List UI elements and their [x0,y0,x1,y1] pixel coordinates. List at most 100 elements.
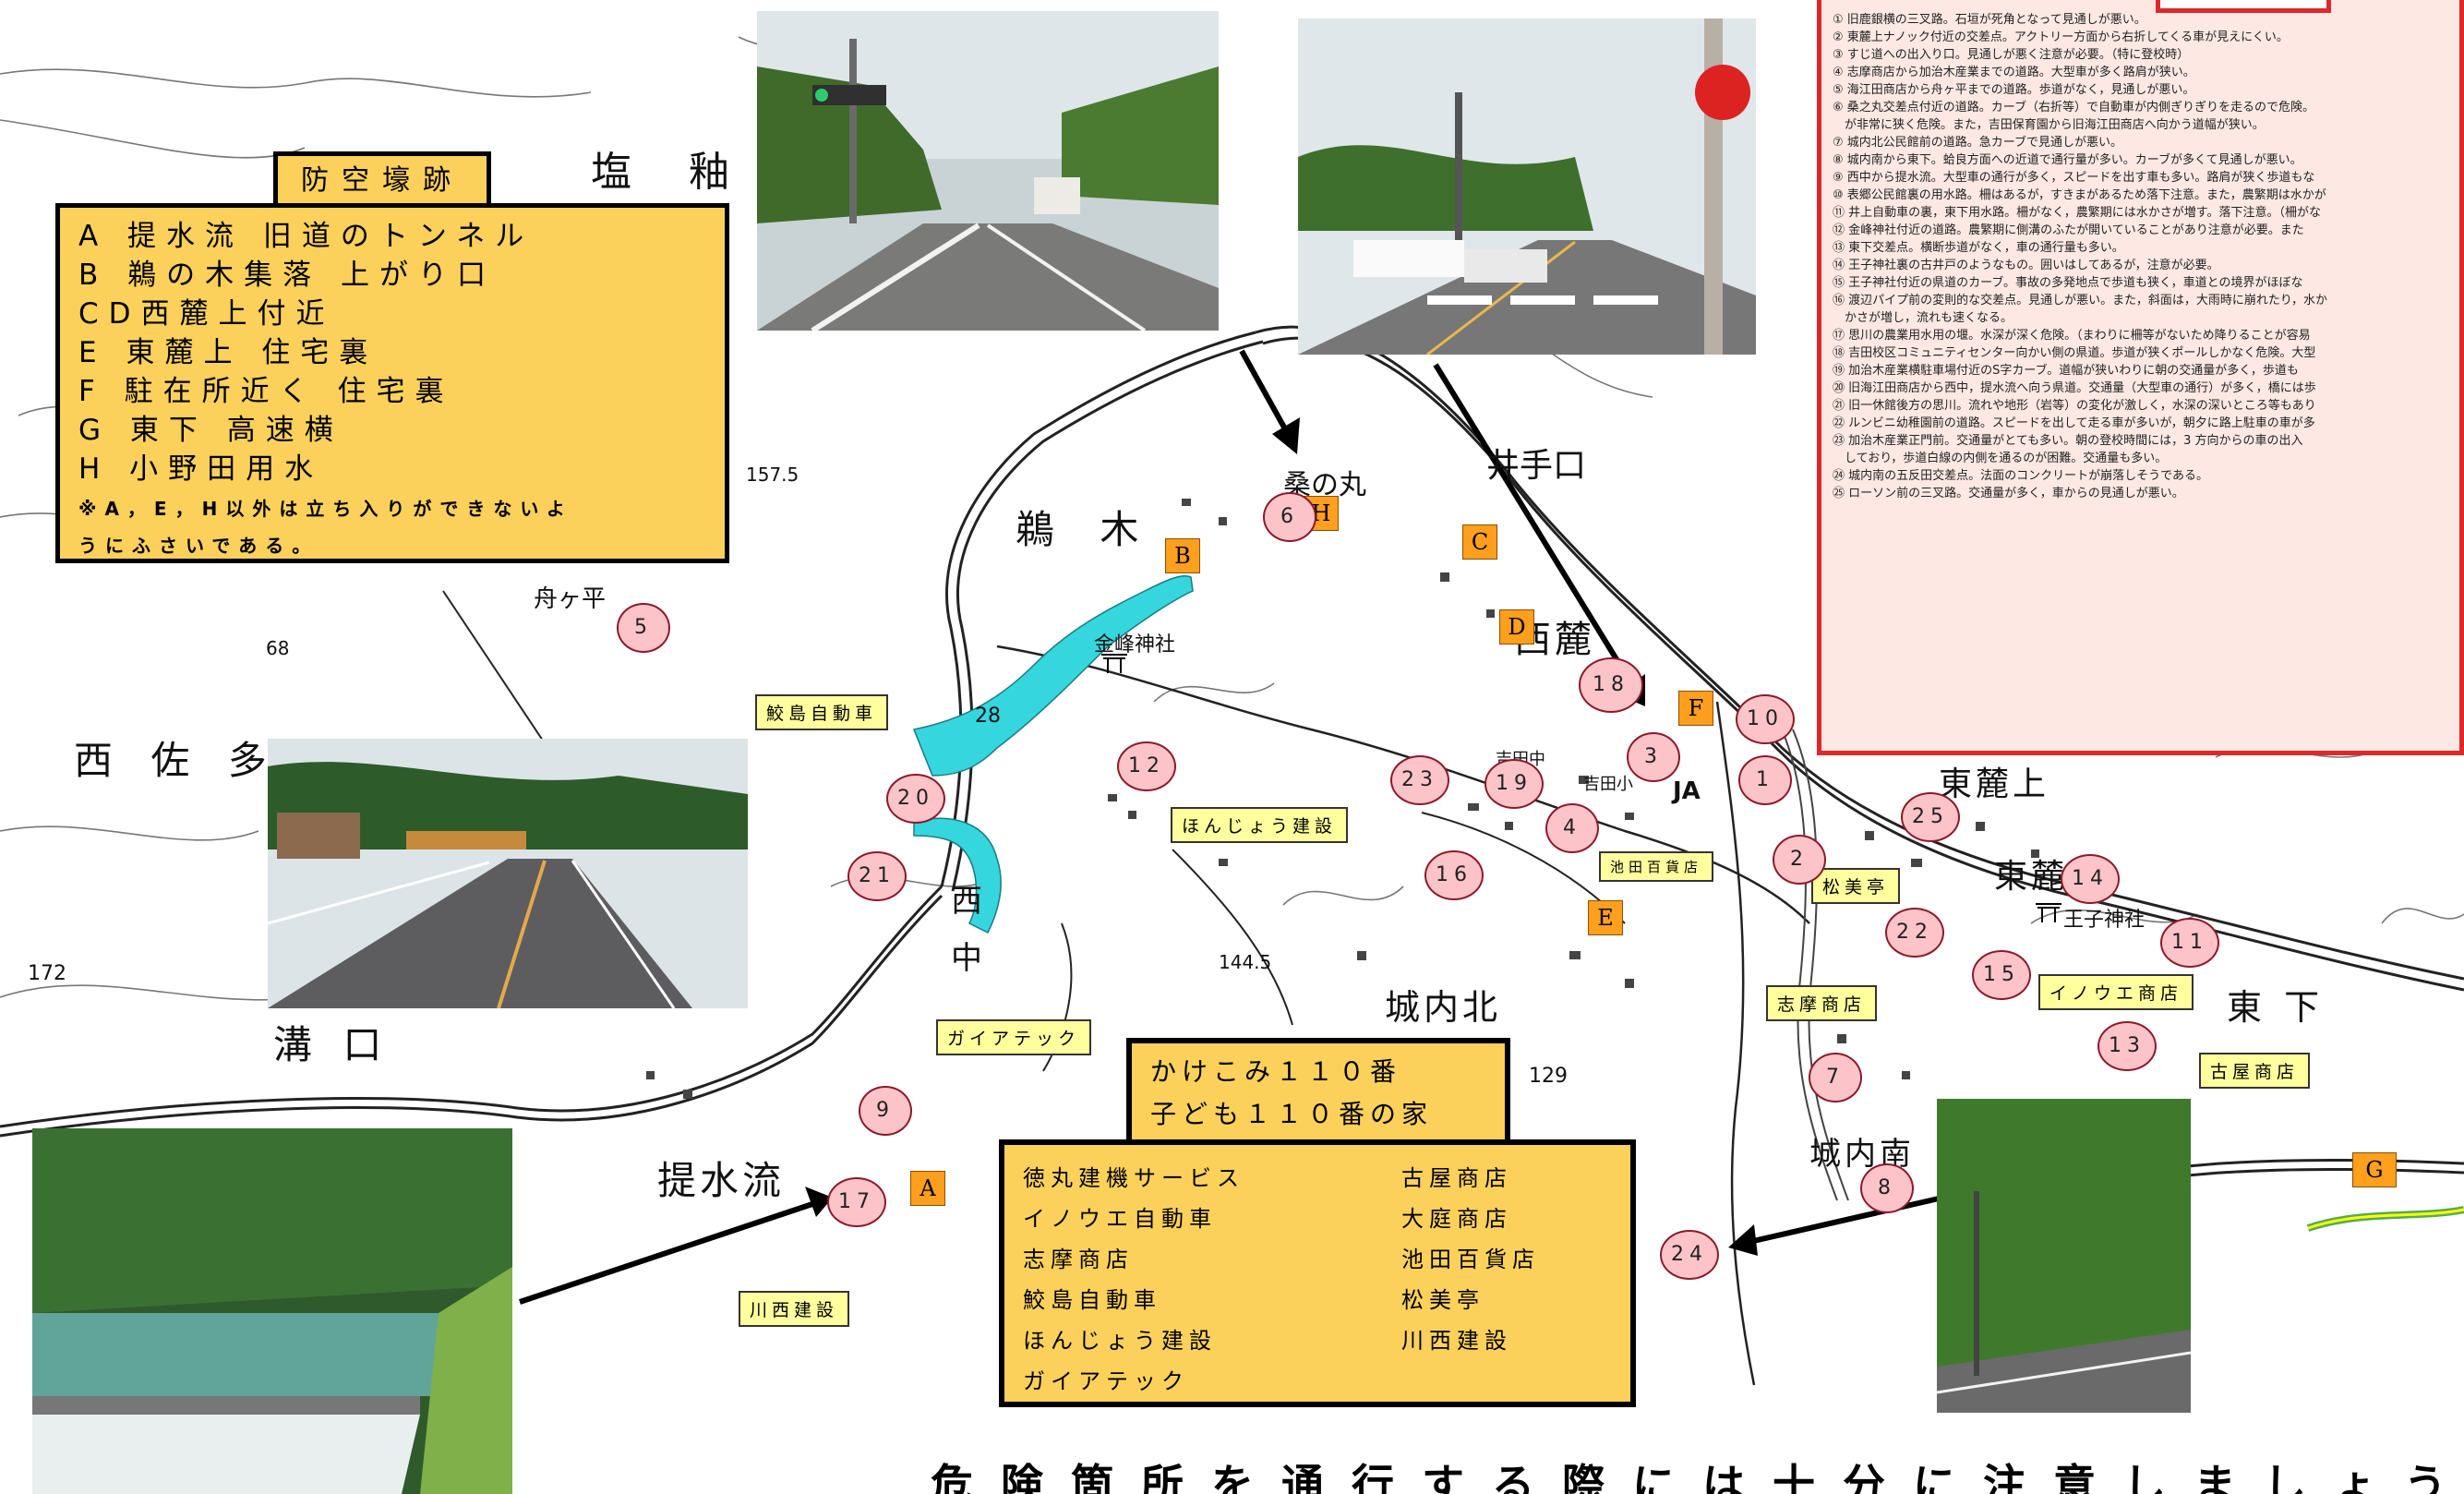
hazard-marker-19[interactable]: 19 [1484,759,1544,809]
map-label-kawanishi: 川西建設 [739,1291,850,1327]
map-label-matsumi: 松美亭 [1811,868,1901,904]
shelter-marker-a[interactable]: A [910,1171,945,1206]
hazard-marker-7[interactable]: 7 [1809,1053,1862,1102]
hazard-marker-6[interactable]: 6 [1263,492,1316,542]
legend-title: 防空壕跡 [273,151,491,205]
danger-item: ⑥ 桑之丸交差点付近の道路。カーブ（右折等）で自動車が内側ぎりぎりを走るので危険… [1833,101,2315,114]
shelter-marker-b[interactable]: B [1165,538,1200,573]
danger-item: ⑬ 東下交差点。横断歩道がなく，車の通行量も多い。 [1833,241,2124,255]
danger-item: が非常に狭く危険。また，吉田保育園から旧海江田商店へ向かう道幅が狭い。 [1833,118,2265,132]
hazard-marker-4[interactable]: 4 [1545,803,1599,853]
place-name-idenokuchi: 井手口 [1486,447,1587,485]
map-label-shima: 志摩商店 [1766,985,1878,1021]
place-name-nishinaka-1: 西 [951,883,982,920]
shelter-marker-c[interactable]: C [1462,524,1497,560]
elevation-2: 68 [266,637,290,659]
place-name-oji-shrine: 王子神社 [2063,909,2145,932]
place-name-kinpo-shrine: 金峰神社 [1094,633,1176,657]
danger-item: ⑩ 表郷公民館裏の用水路。柵はあるが，すきまがあるため落下注意。また，農繁期は水… [1833,188,2326,202]
danger-item: ⑨ 西中から提水流。大型車の通行が多く，スピードを出す車も多い。路肩が狭く歩道も… [1833,171,2315,185]
danger-item: ㉑ 旧一休館後方の思川。流れや地形（岩等）の変化が激しく，水深の深いところ等もあ… [1833,399,2316,413]
elevation-4: 172 [28,962,66,985]
photo-funagahira-road [268,739,748,1008]
shop-left-3: 志摩商店 [1023,1247,1134,1272]
danger-item: ⑲ 加治木産業横駐車場付近のS字カーブ。道幅が狭いわりに朝の交通量が多く，歩道も [1833,364,2299,378]
kakekomi-title-box: かけこみ１１０番 子ども１１０番の家 [1126,1038,1510,1139]
hazard-marker-16[interactable]: 16 [1424,850,1484,900]
danger-item: しており，歩道白線の内側を通るのが困難。交通量も多い。 [1833,452,2168,465]
hazard-marker-10[interactable]: 10 [1736,694,1795,744]
danger-item: ㉓ 加治木産業正門前。交通量がとても多い。朝の登校時間には，3 方向からの車の出… [1833,434,2303,448]
elevation-5: 144.5 [1219,951,1272,973]
place-name-higashiroku: 東麓 [1994,858,2069,896]
legend-item-h: H 小野田用水 [78,452,324,486]
map-label-inoue: イノウエ商店 [2038,974,2194,1010]
photo-weir [32,1128,512,1494]
legend-note-1: ※A，E，H以外は立ち入りができないよ [78,498,573,520]
legend-item-a: A 提水流 旧道のトンネル [78,220,535,253]
danger-item: ⑮ 王子神社付近の県道のカーブ。事故の多発地点で歩道も狭く，車道との境界がほぼな [1833,276,2303,290]
map-label-ikeda: 池田百貨店 [1599,851,1714,882]
shop-right-5: 川西建設 [1401,1328,1512,1354]
hazard-marker-22[interactable]: 22 [1885,908,1944,958]
hazard-marker-8[interactable]: 8 [1860,1163,1914,1213]
place-name-mizoguchi: 溝 口 [273,1022,391,1067]
hazard-marker-1[interactable]: 1 [1738,755,1792,805]
place-name-higashishita: 東 下 [2227,987,2326,1028]
hazard-marker-12[interactable]: 12 [1117,741,1176,791]
danger-item: ㉔ 城内南の五反田交差点。法面のコンクリートが崩落しそうである。 [1833,469,2209,483]
legend-item-f: F 駐在所近く 住宅裏 [78,375,454,408]
hazard-marker-13[interactable]: 13 [2097,1021,2157,1071]
shop-right-2: 大庭商店 [1401,1206,1512,1232]
kakekomi-title-line1: かけこみ１１０番 [1150,1056,1402,1087]
danger-item: ⑰ 思川の農業用水用の堰。水深が深く危険。（まわりに柵等がないため降りることが容… [1833,329,2311,343]
danger-item: ⑯ 渡辺パイプ前の変則的な交差点。見通しが悪い。また，斜面は，大雨時に崩れたり，… [1833,294,2327,307]
map-label-honjo: ほんじょう建設 [1171,807,1349,843]
hazard-marker-20[interactable]: 20 [886,774,945,824]
place-name-nishinaka-2: 中 [951,940,982,977]
danger-item: ㉒ ルンビニ幼稚園前の道路。スピードを出して走る車が多いが，朝夕に路上駐車の車が… [1833,416,2315,430]
hazard-marker-18[interactable]: 18 [1579,657,1643,713]
hazard-marker-11[interactable]: 11 [2160,918,2219,968]
danger-item: ② 東麓上ナノック付近の交差点。アクトリー方面から右折してくる車が見えにくい。 [1833,30,2289,44]
hazard-marker-5[interactable]: 5 [617,603,670,653]
shop-left-5: ほんじょう建設 [1023,1328,1217,1354]
danger-list-tab [2156,0,2331,13]
place-name-higashirokuue: 東麓上 [1939,765,2050,803]
hazard-marker-3[interactable]: 3 [1627,732,1680,782]
place-name-jonaikita: 城内北 [1385,987,1502,1028]
hazard-marker-24[interactable]: 24 [1660,1230,1719,1280]
place-name-nishisata: 西 佐 多 [74,738,280,783]
place-name-unoki: 鵜 木 [1016,507,1156,552]
danger-item: ⑤ 海江田商店から舟ヶ平までの道路。歩道がなく，見通しが悪い。 [1833,83,2195,97]
photo-higashishita-highway [1937,1099,2191,1413]
hazard-marker-25[interactable]: 25 [1901,792,1960,842]
shelter-marker-f[interactable]: F [1678,691,1713,726]
hazard-marker-17[interactable]: 17 [827,1177,886,1227]
elevation-3: 28 [975,705,1001,728]
danger-item: ⑦ 城内北公民館前の道路。急カーブで見通しが悪い。 [1833,136,2123,150]
map-label-gaia: ガイアテック [936,1019,1092,1055]
shop-right-4: 松美亭 [1401,1287,1484,1313]
shelter-marker-e[interactable]: E [1588,900,1623,935]
legend-item-e: E 東麓上 住宅裏 [78,336,379,369]
place-name-funagahira: 舟ヶ平 [534,585,607,613]
danger-item: ③ すじ道への出入り口。見通しが悪く注意が必要。（特に登校時） [1833,48,2190,62]
hazard-marker-14[interactable]: 14 [2061,854,2120,904]
hazard-marker-21[interactable]: 21 [847,851,907,901]
shelter-marker-g[interactable]: G [2352,1152,2397,1187]
caution-banner: 危険箇所を通行する際には十分に注意しましょう。 [931,1460,2464,1494]
photo-kuwanomaru-intersection [757,11,1219,331]
shop-left-4: 鮫島自動車 [1023,1287,1161,1313]
hazard-marker-2[interactable]: 2 [1773,835,1826,885]
shelter-marker-d[interactable]: D [1499,609,1534,645]
danger-item: ④ 志摩商店から加治木産業までの道路。大型車が多く路肩が狭い。 [1833,66,2195,79]
danger-item: ⑳ 旧海江田商店から西中，提水流へ向う県道。交通量（大型車の通行）が多く，橋には… [1833,381,2316,395]
hazard-marker-9[interactable]: 9 [859,1086,912,1136]
hazard-marker-15[interactable]: 15 [1972,950,2031,1000]
shop-right-1: 古屋商店 [1401,1165,1512,1191]
legend-item-cd: CD西麓上付近 [78,297,335,331]
map-label-furuya: 古屋商店 [2199,1053,2311,1089]
hazard-marker-23[interactable]: 23 [1390,755,1449,805]
